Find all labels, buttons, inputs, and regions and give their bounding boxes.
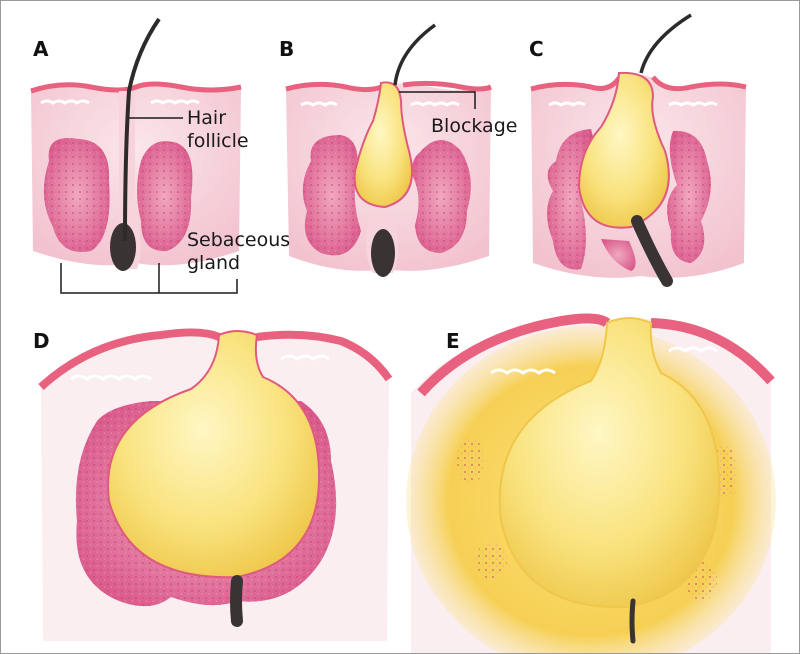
panel-e-artwork [406,313,776,653]
panel-label-e: E [446,329,460,353]
blockage-leader [399,91,476,109]
panel-a-artwork [30,17,242,271]
sebaceous-gland-bracket [60,263,238,294]
blockage-callout: Blockage [431,115,517,138]
panel-b-artwork [285,23,492,277]
leader-lines [60,91,476,294]
sebaceous-gland-line1: Sebaceous [187,229,291,251]
panel-label-b: B [279,37,295,61]
sebaceous-gland-callout: Sebaceous gland [187,229,290,275]
sebaceous-gland-line2: gland [187,252,241,274]
panel-label-d: D [33,329,50,353]
panel-c-artwork [530,13,747,287]
blockage-text: Blockage [431,115,518,137]
hair-follicle-callout: Hair follicle [187,107,249,153]
hair-follicle-line2: follicle [187,130,249,152]
panel-d-artwork [38,328,393,641]
hair-follicle-line1: Hair [187,107,227,129]
panel-label-a: A [33,37,49,61]
panel-label-c: C [529,37,544,61]
